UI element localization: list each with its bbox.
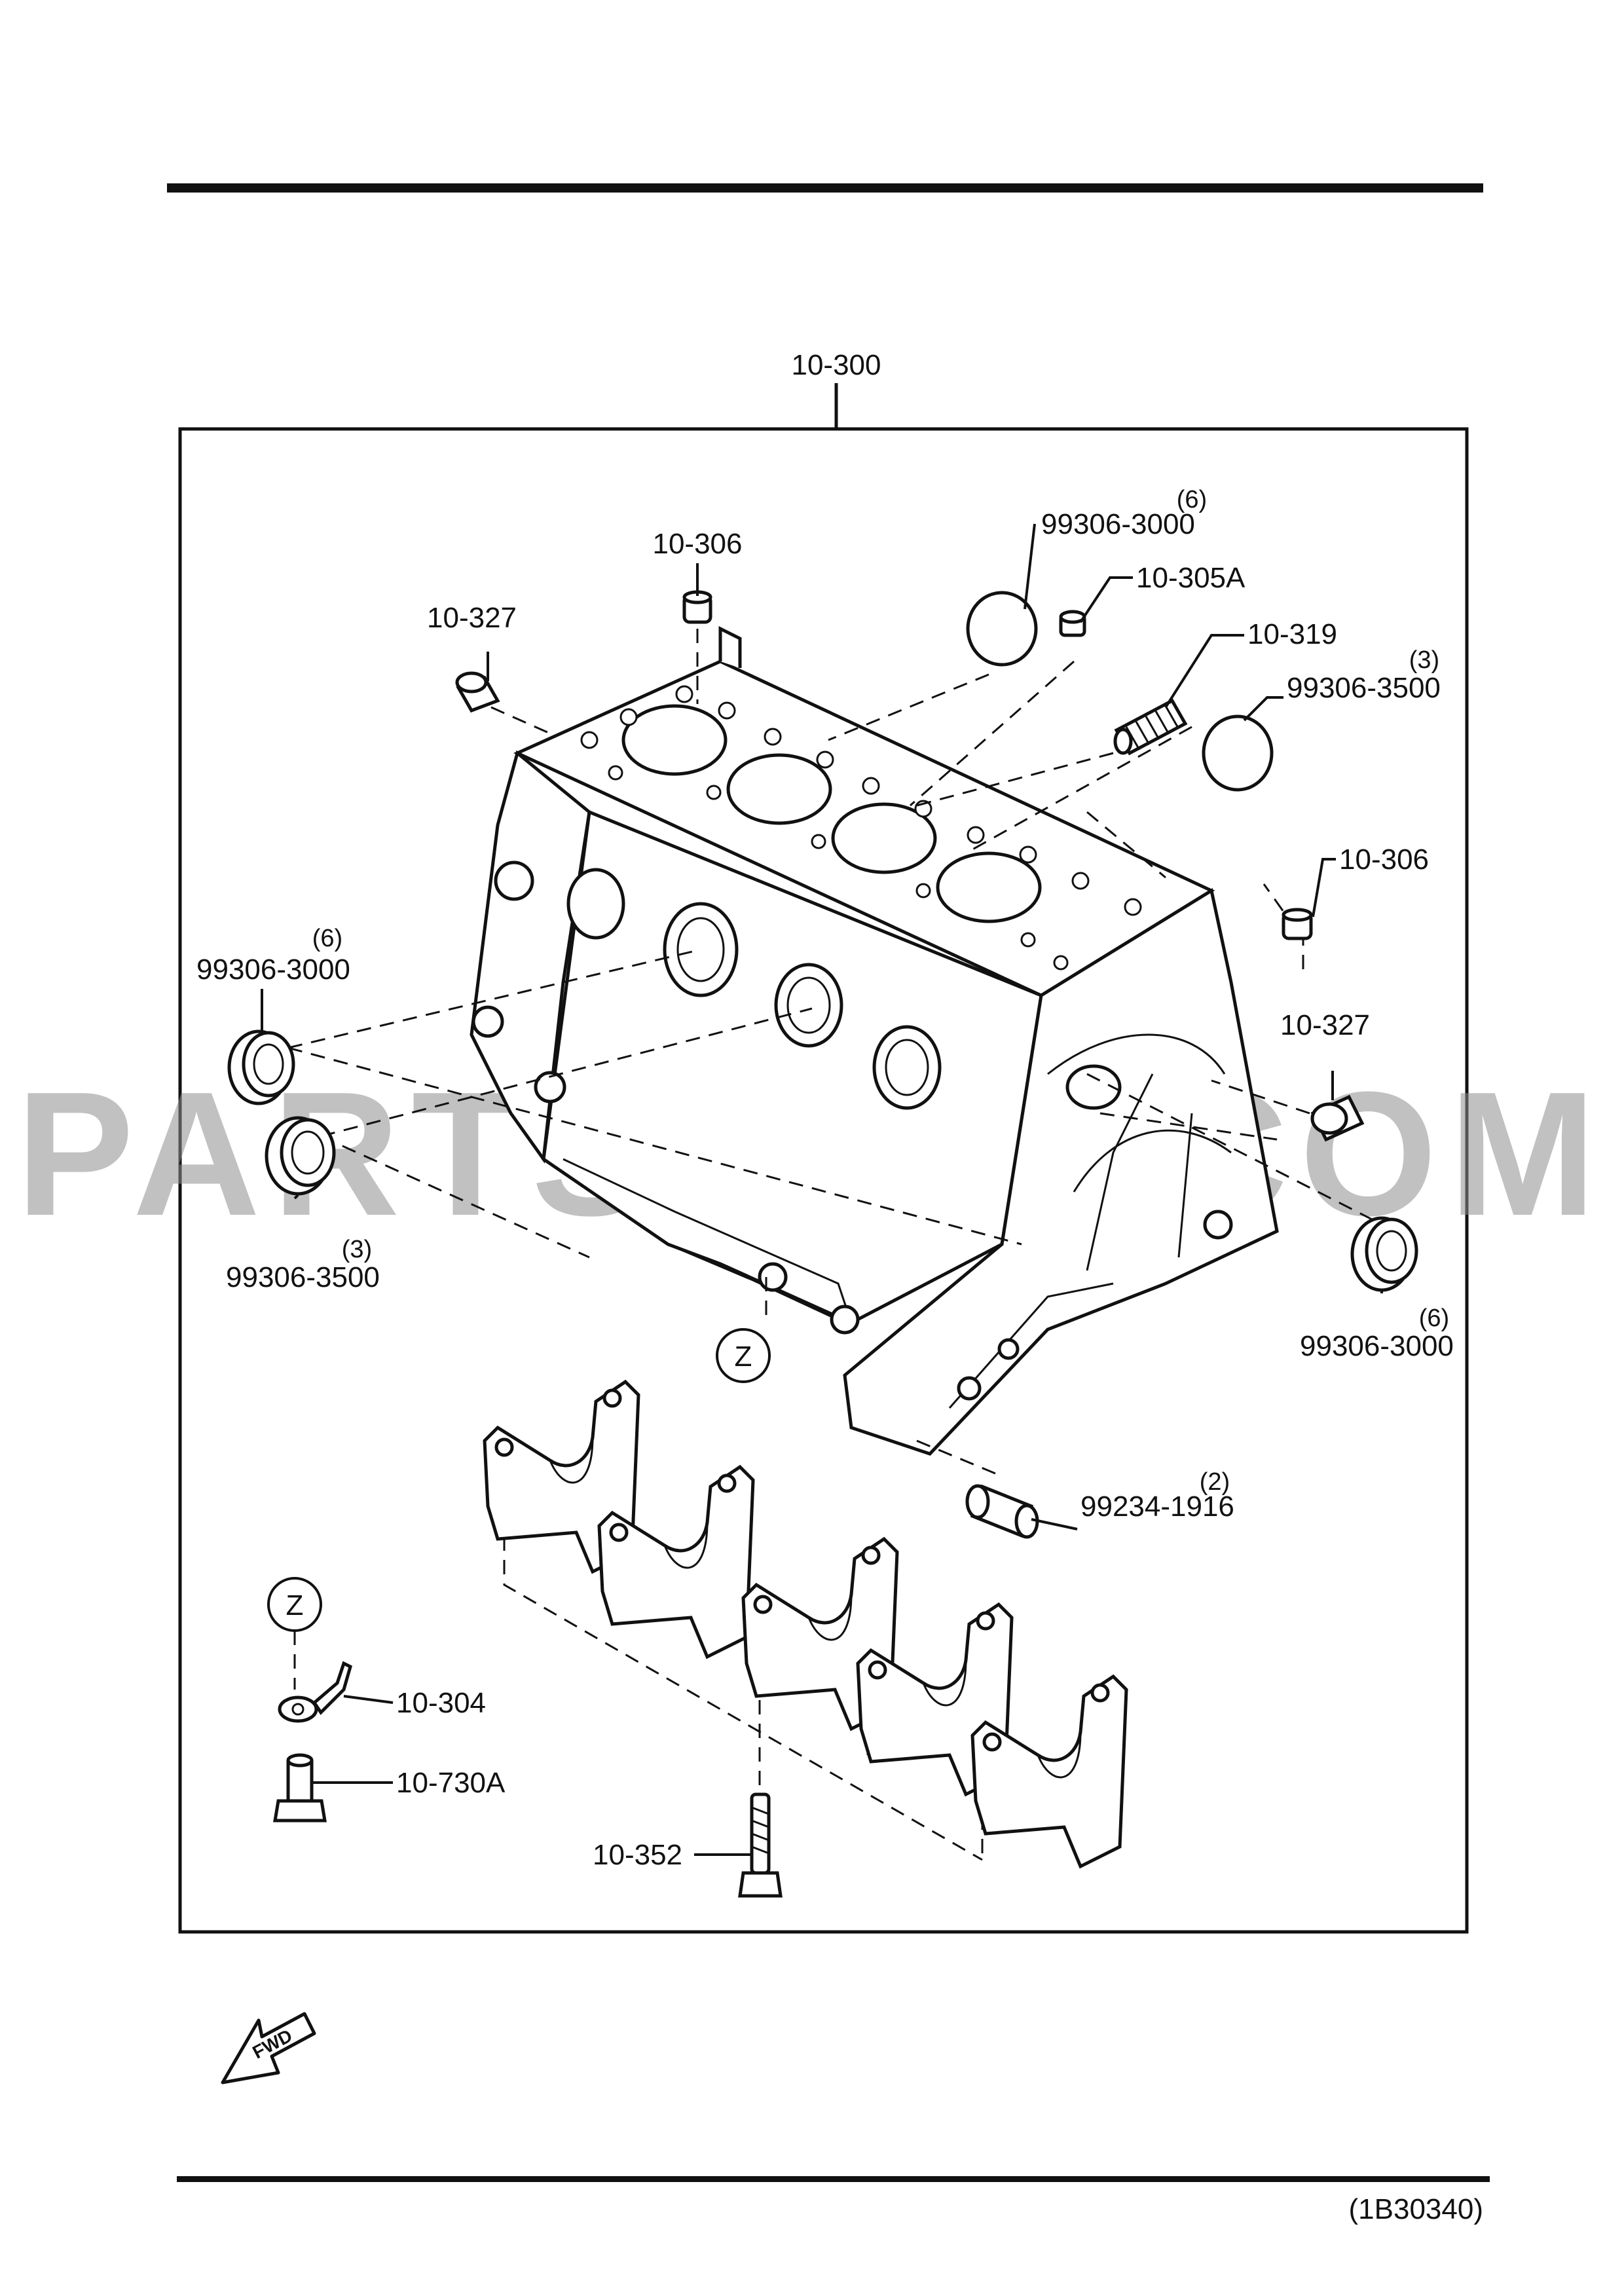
callout-10-306-right[interactable]: 10-306 xyxy=(1339,843,1429,876)
svg-text:99306-3000: 99306-3000 xyxy=(1041,508,1195,540)
svg-text:99306-3000: 99306-3000 xyxy=(196,954,350,986)
svg-text:(3): (3) xyxy=(342,1236,372,1263)
svg-text:10-327: 10-327 xyxy=(1280,1009,1370,1041)
part-99234-1916[interactable] xyxy=(965,1484,1039,1539)
part-99306-3000-right[interactable] xyxy=(1350,1216,1418,1292)
callout-leaders xyxy=(261,523,1383,1856)
footer-rule xyxy=(177,2176,1490,2182)
part-99306-3500-right[interactable] xyxy=(1202,714,1274,792)
part-10-319[interactable] xyxy=(1113,698,1188,756)
svg-text:10-352: 10-352 xyxy=(593,1839,682,1871)
fwd-arrow-icon: FWD xyxy=(221,2012,316,2084)
svg-text:99234-1916: 99234-1916 xyxy=(1080,1491,1234,1523)
part-10-306-right[interactable] xyxy=(1282,908,1313,940)
detail-marker-z-inset[interactable]: Z xyxy=(267,1577,322,1690)
svg-text:99306-3500: 99306-3500 xyxy=(1287,672,1441,704)
callout-10-305A[interactable]: 10-305A xyxy=(1136,562,1246,594)
svg-text:10-306: 10-306 xyxy=(1339,843,1429,876)
callout-99306-3000-left[interactable]: (6) 99306-3000 xyxy=(196,925,350,986)
part-99306-3500-left[interactable] xyxy=(265,1116,336,1196)
detail-marker-z-block[interactable]: Z xyxy=(716,1277,771,1383)
svg-text:10-319: 10-319 xyxy=(1247,618,1337,650)
svg-text:10-327: 10-327 xyxy=(427,602,517,634)
svg-text:(2): (2) xyxy=(1200,1468,1230,1496)
callout-99234-1916[interactable]: (2) 99234-1916 xyxy=(1080,1468,1234,1523)
callout-10-327-left[interactable]: 10-327 xyxy=(427,602,517,634)
callout-10-352[interactable]: 10-352 xyxy=(593,1839,682,1871)
part-99306-3000-left[interactable] xyxy=(227,1029,295,1105)
callout-99306-3000-top[interactable]: (6) 99306-3000 xyxy=(1041,486,1207,540)
assembly-label[interactable]: 10-300 xyxy=(791,349,881,381)
svg-text:99306-3000: 99306-3000 xyxy=(1300,1330,1454,1362)
svg-text:10-305A: 10-305A xyxy=(1136,562,1246,594)
callout-99306-3500-right[interactable]: (3) 99306-3500 xyxy=(1287,646,1441,704)
svg-text:(6): (6) xyxy=(1177,486,1207,513)
svg-text:(3): (3) xyxy=(1409,646,1439,674)
callout-10-327-right[interactable]: 10-327 xyxy=(1280,1009,1370,1041)
part-10-327-left[interactable] xyxy=(455,671,500,713)
callout-99306-3000-right[interactable]: (6) 99306-3000 xyxy=(1300,1305,1454,1362)
svg-text:10-304: 10-304 xyxy=(396,1687,486,1719)
cylinder-block[interactable] xyxy=(470,625,1279,1456)
part-10-306-top[interactable] xyxy=(682,590,712,624)
part-10-352[interactable] xyxy=(738,1792,783,1898)
callout-10-730A[interactable]: 10-730A xyxy=(396,1767,506,1799)
part-10-305A[interactable] xyxy=(1059,610,1086,637)
svg-text:Z: Z xyxy=(286,1589,304,1621)
callout-10-319[interactable]: 10-319 xyxy=(1247,618,1337,650)
svg-text:10-306: 10-306 xyxy=(652,528,742,560)
callout-10-304[interactable]: 10-304 xyxy=(396,1687,486,1719)
svg-text:Z: Z xyxy=(735,1341,752,1373)
main-bearing-caps[interactable] xyxy=(483,1379,1128,1869)
reference-code: (1B30340) xyxy=(1349,2193,1483,2225)
header-rule xyxy=(167,183,1483,193)
svg-text:(6): (6) xyxy=(312,925,342,952)
svg-text:99306-3500: 99306-3500 xyxy=(226,1261,380,1293)
part-99306-3000-top[interactable] xyxy=(966,591,1038,667)
part-10-730A[interactable] xyxy=(273,1753,327,1823)
callout-99306-3500-left[interactable]: (3) 99306-3500 xyxy=(226,1236,380,1293)
svg-text:10-730A: 10-730A xyxy=(396,1767,506,1799)
svg-text:(6): (6) xyxy=(1419,1305,1449,1332)
part-10-304[interactable] xyxy=(278,1661,352,1723)
assembly-frame: 10-300 xyxy=(178,349,1469,1934)
part-10-327-right[interactable] xyxy=(1310,1094,1365,1142)
callout-10-306-top[interactable]: 10-306 xyxy=(652,528,742,560)
callout-labels: 10-306 (6) 99306-3000 10-305A 10-327 10-… xyxy=(196,486,1454,1871)
